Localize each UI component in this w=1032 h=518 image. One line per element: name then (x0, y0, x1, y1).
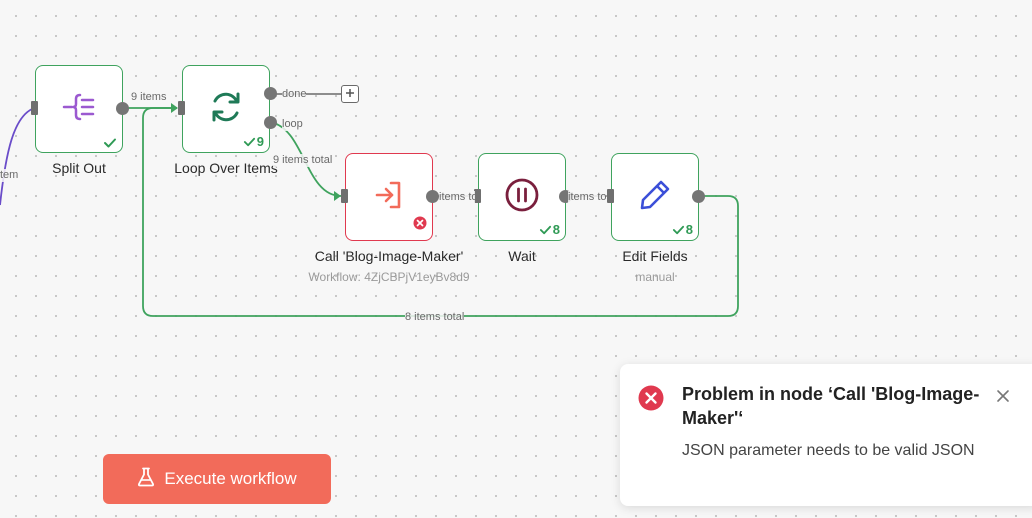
arrowhead-loop-to-call (334, 191, 341, 201)
call-blog-subtitle: Workflow: 4ZjCBPjV1eyBv8d9 (308, 270, 470, 284)
run-count-badge: 8 (672, 222, 693, 237)
execute-workflow-label: Execute workflow (164, 469, 297, 488)
edit-fields-subtitle: manual (635, 270, 675, 284)
pencil-icon (638, 178, 672, 217)
loop-input-port[interactable] (178, 101, 185, 115)
edge-label-loop-to-call: 9 items total (273, 154, 333, 167)
incoming-connection (0, 108, 33, 206)
run-count: 9 (256, 134, 264, 149)
node-wait[interactable]: 8 (478, 153, 566, 241)
edge-label-edit-back-to-loop: 8 items total (405, 311, 465, 324)
call-output-port[interactable] (426, 190, 439, 203)
execute-workflow-button[interactable]: Execute workflow (103, 454, 331, 504)
node-loop-over-items[interactable]: 9 (182, 65, 270, 153)
error-toast: Problem in node ‘Call 'Blog-Image-Maker'… (620, 364, 1032, 506)
loop-over-items-title: Loop Over Items (174, 160, 278, 176)
split-out-output-port[interactable] (116, 102, 129, 115)
wait-input-port[interactable] (474, 189, 481, 203)
flask-icon (137, 467, 155, 492)
split-out-icon (62, 92, 96, 127)
call-input-port[interactable] (341, 189, 348, 203)
edit-input-port[interactable] (607, 189, 614, 203)
execute-workflow-icon (373, 179, 405, 216)
edge-label-wait-to-edit: items to (568, 191, 606, 204)
edit-fields-title: Edit Fields (622, 248, 688, 264)
edge-label-done: done (282, 88, 307, 101)
split-out-title: Split Out (52, 160, 106, 176)
run-count-badge: 8 (539, 222, 560, 237)
loop-refresh-icon (208, 89, 244, 130)
loop-done-output-port[interactable] (264, 87, 277, 100)
node-edit-fields[interactable]: 8 (611, 153, 699, 241)
edge-label-loop: loop (282, 118, 303, 131)
success-check-icon (103, 137, 117, 149)
add-node-button[interactable] (341, 85, 359, 103)
node-call-blog-image-maker[interactable] (345, 153, 433, 241)
run-count-badge: 9 (243, 134, 264, 149)
call-blog-title: Call 'Blog-Image-Maker' (314, 248, 464, 264)
loop-loop-output-port[interactable] (264, 116, 277, 129)
run-count: 8 (552, 222, 560, 237)
edge-label-incoming: tem (0, 169, 19, 182)
error-icon (413, 216, 427, 235)
run-count: 8 (685, 222, 693, 237)
edge-label-split-to-loop: 9 items (131, 91, 167, 104)
node-split-out[interactable] (35, 65, 123, 153)
toast-message: JSON parameter needs to be valid JSON (682, 442, 975, 459)
edit-output-port[interactable] (692, 190, 705, 203)
split-out-input-port[interactable] (31, 101, 38, 115)
close-icon[interactable] (996, 389, 1010, 408)
pause-icon (504, 177, 540, 218)
error-circle-icon (638, 385, 664, 416)
toast-title: Problem in node ‘Call 'Blog-Image-Maker'… (682, 384, 980, 428)
plus-icon (345, 85, 355, 103)
edge-label-call-to-wait: items to (439, 191, 475, 204)
wait-title: Wait (508, 248, 536, 264)
